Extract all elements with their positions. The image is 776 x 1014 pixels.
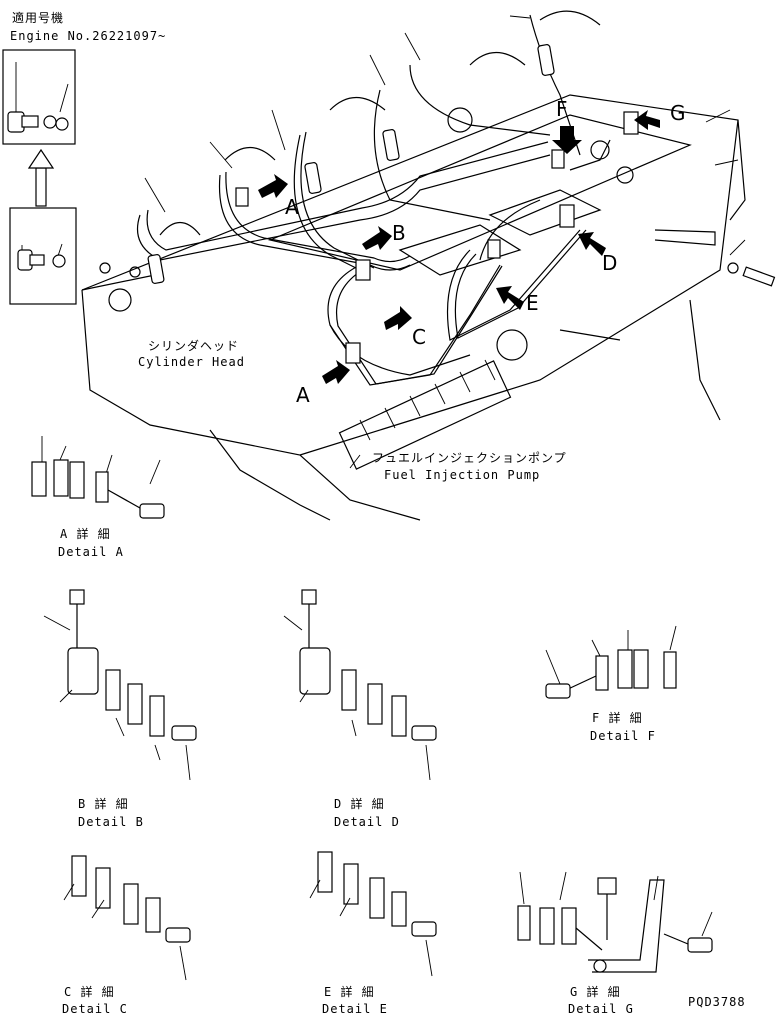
callout-c: C: [412, 325, 426, 349]
pump-label-en: Fuel Injection Pump: [384, 468, 540, 482]
detail-f-title-jp: F 詳 細: [592, 710, 643, 725]
engine-block: [81, 10, 746, 521]
detail-f-drawing: [545, 625, 677, 699]
detail-a-drawing: [31, 436, 165, 519]
detail-c-title-en: Detail C: [62, 1002, 128, 1014]
detail-e-drawing: [309, 851, 437, 977]
detail-b-title-jp: B 詳 細: [78, 796, 129, 811]
new-bolt-box: [2, 49, 76, 145]
callout-a: A: [285, 195, 299, 219]
detail-c-drawing: [63, 855, 191, 981]
callout-g: G: [670, 101, 686, 125]
cylinder-head-label-jp: シリンダヘッド: [148, 338, 239, 353]
detail-b-title-en: Detail B: [78, 815, 144, 829]
detail-d-title-en: Detail D: [334, 815, 400, 829]
callout-d: D: [602, 251, 617, 275]
detail-g-drawing: [517, 871, 713, 973]
detail-d-drawing: [283, 589, 437, 781]
fuel-injection-lines: [136, 14, 776, 470]
detail-g-title-en: Detail G: [568, 1002, 634, 1014]
detail-f-title-en: Detail F: [590, 729, 656, 743]
upgrade-arrow: [27, 148, 55, 207]
callout-arrows: [258, 110, 660, 384]
detail-a-title-en: Detail A: [58, 545, 124, 559]
detail-e-title-jp: E 詳 細: [324, 984, 375, 999]
applicability-label-jp: 適用号機: [12, 10, 64, 25]
callout-a-lower: A: [296, 383, 310, 407]
old-bolt-box: [9, 207, 77, 305]
drawing-number: PQD3788: [688, 995, 746, 1009]
detail-b-drawing: [43, 589, 197, 781]
callout-b: B: [392, 221, 406, 245]
callout-e: E: [526, 291, 539, 315]
detail-e-title-en: Detail E: [322, 1002, 388, 1014]
pump-label-jp: フュエルインジェクションポンプ: [372, 451, 567, 465]
detail-g-title-jp: G 詳 細: [570, 984, 621, 999]
callout-f: F: [556, 97, 568, 121]
applicability-label-en: Engine No.26221097~: [10, 29, 166, 43]
detail-a-title-jp: A 詳 細: [60, 526, 111, 541]
cylinder-head-label-en: Cylinder Head: [138, 355, 245, 369]
detail-d-title-jp: D 詳 細: [334, 796, 385, 811]
detail-c-title-jp: C 詳 細: [64, 984, 115, 999]
